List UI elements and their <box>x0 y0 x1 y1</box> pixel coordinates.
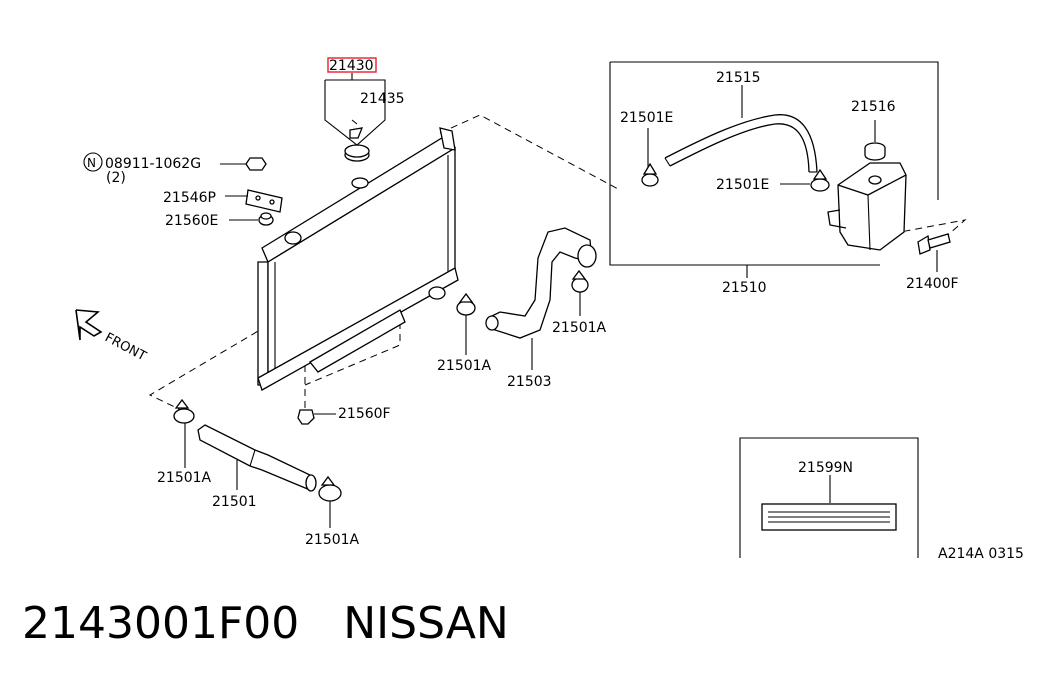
bracket-icon <box>245 189 283 213</box>
reservoir-tank[interactable] <box>827 162 907 251</box>
clamp-icon <box>173 398 195 424</box>
tank-cap[interactable] <box>864 142 886 161</box>
upper-hose[interactable] <box>485 227 597 339</box>
label-21503[interactable]: 21503 <box>507 374 552 390</box>
caution-label-plate[interactable] <box>761 503 897 531</box>
front-arrow-icon <box>75 309 103 341</box>
lower-mount-rubber-icon <box>297 409 315 425</box>
label-front: FRONT <box>102 330 148 364</box>
radiator[interactable] <box>257 127 459 391</box>
label-21501e-right[interactable]: 21501E <box>716 177 769 193</box>
clamp-icon <box>318 475 342 502</box>
label-08911-1062g[interactable]: 08911-1062G <box>105 156 201 172</box>
caution-label-frame <box>739 437 919 558</box>
label-21430[interactable]: 21430 <box>329 58 374 74</box>
reference-code: A214A 0315 <box>938 546 1024 562</box>
mount-rubber-icon <box>258 212 274 226</box>
label-21510[interactable]: 21510 <box>722 280 767 296</box>
nut-icon <box>245 157 267 171</box>
reservoir-tank-assembly-frame <box>609 61 939 266</box>
label-21501e-top[interactable]: 21501E <box>620 110 673 126</box>
label-21501a-bottom[interactable]: 21501A <box>305 532 360 548</box>
clip-icon <box>810 168 830 192</box>
label-21560e[interactable]: 21560E <box>165 213 218 229</box>
overflow-hose[interactable] <box>664 114 818 173</box>
label-21560f[interactable]: 21560F <box>338 406 391 422</box>
circle-n-icon <box>83 152 103 172</box>
clamp-icon <box>456 292 476 316</box>
label-21599n[interactable]: 21599N <box>798 460 853 476</box>
brand-name: NISSAN <box>343 598 509 649</box>
radiator-cap[interactable] <box>344 144 370 189</box>
label-21501a-left[interactable]: 21501A <box>157 470 212 486</box>
lower-hose[interactable] <box>197 424 317 492</box>
label-21435[interactable]: 21435 <box>360 91 405 107</box>
bolt-icon <box>917 233 951 255</box>
label-08911-prefix: N <box>87 156 96 170</box>
label-21515[interactable]: 21515 <box>716 70 761 86</box>
clamp-icon <box>571 269 589 293</box>
clip-icon <box>641 162 659 187</box>
highlight-box <box>327 57 377 73</box>
label-21516[interactable]: 21516 <box>851 99 896 115</box>
label-21501[interactable]: 21501 <box>212 494 257 510</box>
part-caption: 2143001F00 NISSAN <box>22 598 509 649</box>
label-21546p[interactable]: 21546P <box>163 190 216 206</box>
radiator-parts-diagram: 21430 21435 N 08911-1062G (2) 21546P 215… <box>75 57 1024 562</box>
label-21501a-middle[interactable]: 21501A <box>437 358 492 374</box>
leader-21430 <box>324 73 386 146</box>
label-21400f[interactable]: 21400F <box>906 276 959 292</box>
part-number: 2143001F00 <box>22 598 300 649</box>
label-21501a-right[interactable]: 21501A <box>552 320 607 336</box>
label-08911-qty: (2) <box>106 170 126 186</box>
